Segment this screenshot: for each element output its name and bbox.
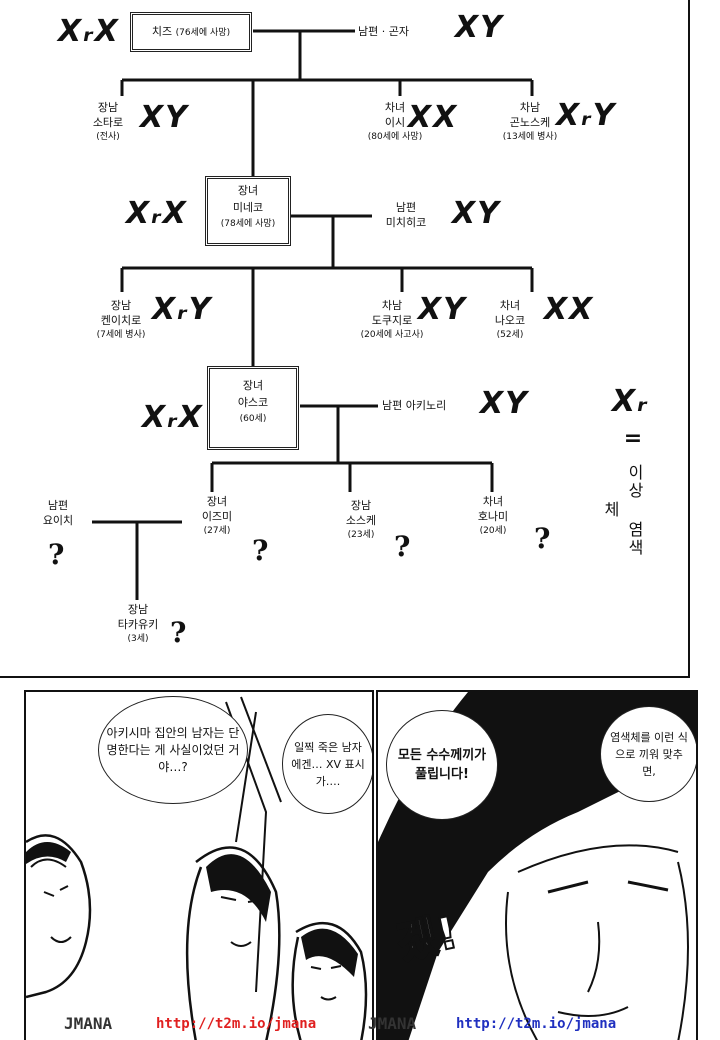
root-person-box: 치즈 (76세에 사망) xyxy=(130,12,252,52)
side-child: 장남 타카유키 (3세) xyxy=(117,603,159,644)
legend-text: 이상 염색체 xyxy=(601,463,644,557)
manga-panel-left: 아키시마 집안의 남자는 단명한다는 게 사실이었던 거야…? 일찍 죽은 남자… xyxy=(24,690,374,1040)
speech-bubble-1: 아키시마 집안의 남자는 단명한다는 게 사실이었던 거야…? xyxy=(98,696,248,804)
person-note: (76세에 사망) xyxy=(175,28,231,38)
family-tree-lines xyxy=(92,29,534,600)
gen3-child-1: 장녀 이즈미 (27세) xyxy=(201,495,233,536)
legend-equals: = xyxy=(623,426,643,451)
sound-effect: 겠! xyxy=(391,906,463,970)
gen2-child-1-chromosome: XᵣY xyxy=(152,292,213,327)
gen3-child-2: 장남 소스케 (23세) xyxy=(345,499,377,540)
gen3-spouse-label: 남편 아키노리 xyxy=(382,399,447,412)
gen3-child-3: 차녀 호나미 (20세) xyxy=(477,495,509,536)
manga-panel-right: 모든 수수께끼가 풀립니다! 염색체를 이런 식으로 끼워 맞추면, 겠! xyxy=(376,690,698,1040)
gen1-child-1: 장남 소타로 (전사) xyxy=(92,101,124,142)
gen2-child-1: 장남 켄이치로 (7세에 병사) xyxy=(96,299,146,340)
gen3-child-1-unknown: ? xyxy=(252,534,269,567)
gen2-root-chromosome: XᵣX xyxy=(126,196,188,231)
gen2-child-3-chromosome: XX xyxy=(544,292,595,327)
person-name: 치즈 xyxy=(151,25,173,38)
speech-bubble-2: 일찍 죽은 남자에겐… XV 표시가…. xyxy=(282,714,372,814)
gen3-spouse-chromosome: XY xyxy=(480,386,529,421)
gen1-spouse-label: 남편 · 곤자 xyxy=(358,25,409,38)
watermark-brand-2: JMANA xyxy=(368,1014,417,1033)
gen3-child-2-unknown: ? xyxy=(394,530,411,563)
gen3-person-box: 장녀 야스코 (60세) xyxy=(207,366,299,450)
gen1-child-2-chromosome: XX xyxy=(408,100,459,135)
watermark-link-2[interactable]: http://t2m.io/jmana xyxy=(456,1016,617,1032)
gen2-person-box: 장녀 미네코 (78세에 사망) xyxy=(205,176,291,246)
watermark-link-1[interactable]: http://t2m.io/jmana xyxy=(156,1016,317,1032)
gen1-spouse-chromosome: XY xyxy=(455,10,504,45)
gen1-child-3: 차남 곤노스케 (13세에 병사) xyxy=(502,101,558,142)
side-husband-unknown: ? xyxy=(48,538,65,571)
gen3-root-chromosome: XᵣX xyxy=(142,400,204,435)
watermark-brand-1: JMANA xyxy=(64,1014,113,1033)
speech-bubble-3: 모든 수수께끼가 풀립니다! xyxy=(386,710,498,820)
gen1-child-1-chromosome: XY xyxy=(140,100,189,135)
side-husband: 남편 요이치 xyxy=(42,499,74,527)
gen2-child-2: 차남 도쿠지로 (20세에 사고사) xyxy=(360,299,424,340)
family-tree-panel xyxy=(0,0,690,678)
root-chromosome: XᵣX xyxy=(58,14,120,49)
gen2-spouse: 남편 미치히코 xyxy=(385,201,427,229)
gen2-child-3: 차녀 나오코 (52세) xyxy=(494,299,526,340)
side-child-unknown: ? xyxy=(170,616,187,649)
gen1-child-3-chromosome: XᵣY xyxy=(556,98,617,133)
gen3-child-3-unknown: ? xyxy=(534,522,551,555)
panel-left-artwork xyxy=(26,696,368,1040)
speech-bubble-4: 염색체를 이런 식으로 끼워 맞추면, xyxy=(600,706,696,802)
gen1-child-2: 차녀 이시 (80세에 사망) xyxy=(367,101,423,142)
gen2-child-2-chromosome: XY xyxy=(418,292,467,327)
legend-symbol: Xᵣ xyxy=(612,384,649,419)
gen2-spouse-chromosome: XY xyxy=(452,196,501,231)
